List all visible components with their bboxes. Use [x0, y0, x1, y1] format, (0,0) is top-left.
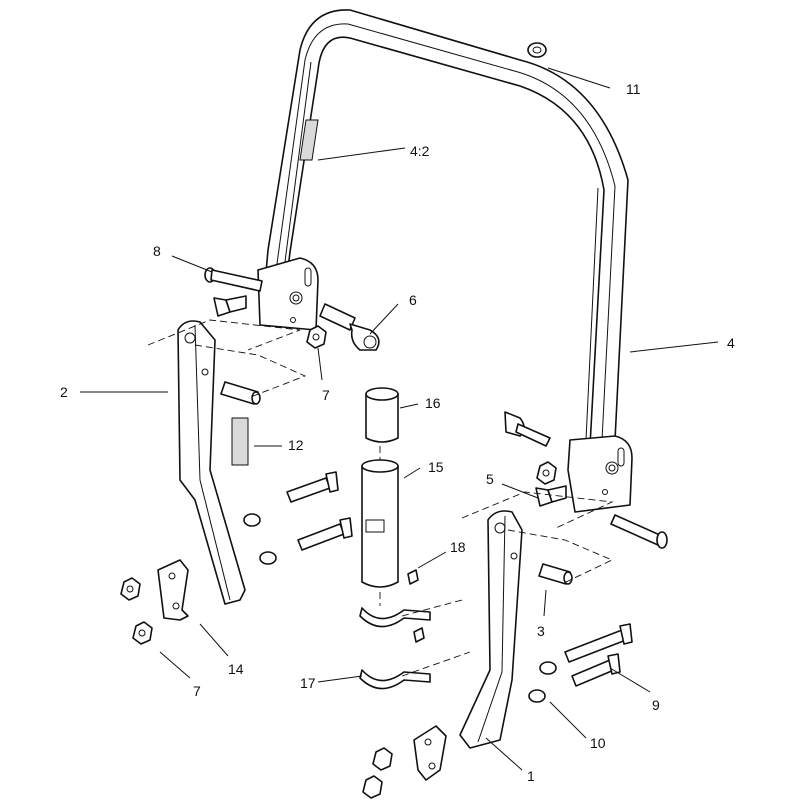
callout-10: 10	[590, 735, 606, 751]
callout-14: 14	[228, 661, 244, 677]
callout-8: 8	[153, 243, 161, 259]
roll-bar-hoop	[257, 9, 633, 513]
left-upright-2	[177, 320, 249, 605]
clamp-17	[359, 669, 431, 690]
callout-5: 5	[486, 471, 494, 487]
mount-plate-right	[413, 725, 447, 781]
nut-7-lower	[132, 621, 153, 645]
right-upright-1	[459, 510, 523, 749]
spacer-3	[538, 563, 573, 585]
callout-18: 18	[450, 539, 466, 555]
pin-bolt-6	[319, 303, 380, 351]
washer-left-a	[243, 513, 261, 527]
callout-4-2: 4:2	[410, 143, 430, 159]
callouts: 11 4:2 4 8 6 7 2 12 16 15 5 18 3 14 7 17…	[60, 81, 735, 784]
pin-bolt-right	[504, 411, 551, 447]
spacer-left	[220, 381, 261, 405]
nut-right-upper	[536, 461, 557, 485]
washer-left-b	[259, 551, 277, 565]
callout-16: 16	[425, 395, 441, 411]
bolt-left-b	[297, 517, 353, 551]
nut-bottom-2	[362, 775, 383, 799]
nut-bottom-1	[372, 747, 393, 771]
cap-16	[365, 387, 399, 443]
screw-18	[407, 569, 419, 585]
assembly-guides	[147, 319, 614, 677]
bolt-9-a	[564, 623, 633, 663]
callout-9: 9	[652, 697, 660, 713]
callout-1: 1	[527, 768, 535, 784]
callout-2: 2	[60, 384, 68, 400]
callout-7-lower: 7	[193, 683, 201, 699]
bolt-8	[204, 267, 263, 292]
nut-7-upper	[306, 325, 327, 349]
decal-4-2	[299, 119, 319, 161]
callout-11: 11	[626, 81, 641, 97]
washer-10-a	[539, 661, 557, 675]
nut-left-mid	[120, 577, 141, 601]
callout-12: 12	[288, 437, 304, 453]
mount-plate-14	[157, 559, 189, 621]
callout-15: 15	[428, 459, 444, 475]
washer-10-b	[528, 689, 546, 703]
callout-17: 17	[300, 675, 316, 691]
callout-7-upper: 7	[322, 387, 330, 403]
washer-11	[527, 42, 547, 58]
callout-4: 4	[727, 335, 735, 351]
bolt-right	[610, 514, 668, 549]
screw-18-b	[413, 627, 425, 643]
leader-lines	[80, 67, 719, 771]
callout-3: 3	[537, 623, 545, 639]
clamp-upper	[359, 607, 431, 628]
bolt-left-a	[286, 471, 339, 503]
knob-left	[213, 295, 247, 317]
knob-5	[535, 485, 567, 507]
decal-12	[231, 417, 249, 466]
tube-15	[361, 459, 399, 588]
callout-6: 6	[409, 292, 417, 308]
